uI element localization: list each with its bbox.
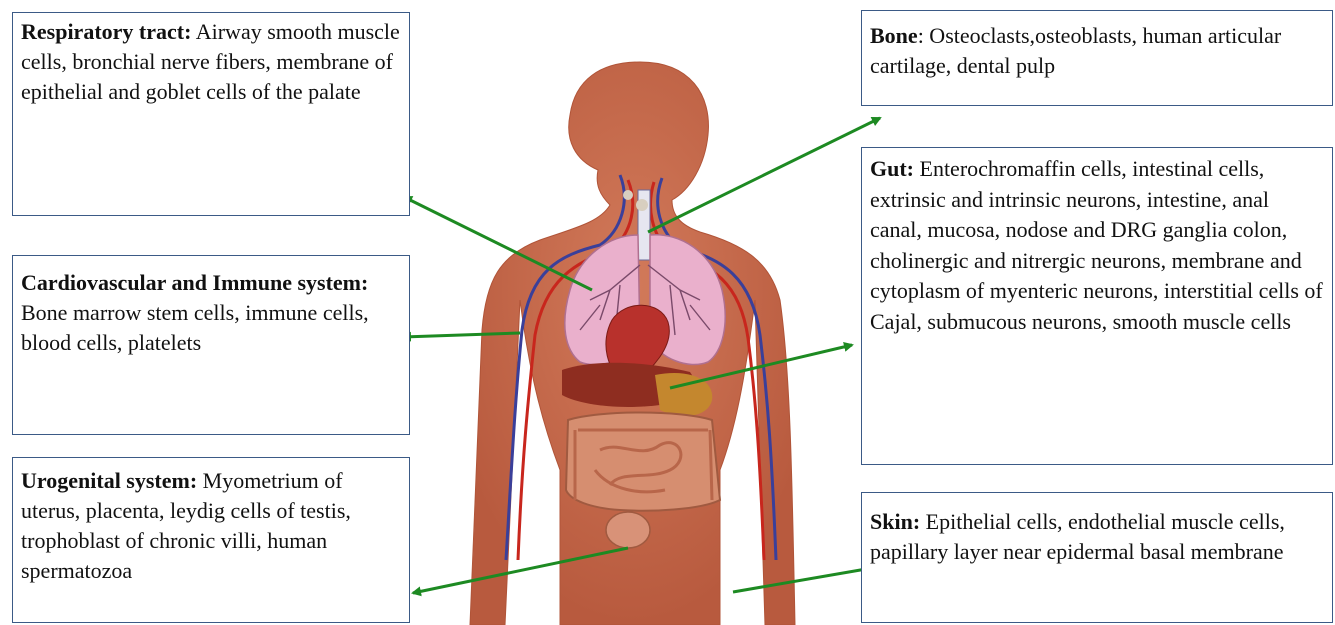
respiratory-box: Respiratory tract: Airway smooth muscle … bbox=[12, 12, 410, 216]
arrow-skin bbox=[733, 568, 872, 592]
cardio-title: Cardiovascular and Immune system: bbox=[21, 270, 368, 295]
respiratory-title: Respiratory tract: bbox=[21, 19, 191, 44]
bone-box: Bone: Osteoclasts,osteoblasts, human art… bbox=[861, 10, 1333, 106]
urogenital-title: Urogenital system: bbox=[21, 468, 197, 493]
cardio-text: Bone marrow stem cells, immune cells, bl… bbox=[21, 300, 369, 355]
bone-title: Bone bbox=[870, 23, 918, 48]
skin-box: Skin: Epithelial cells, endothelial musc… bbox=[861, 492, 1333, 623]
urogenital-box: Urogenital system: Myometrium of uterus,… bbox=[12, 457, 410, 623]
skin-text: Epithelial cells, endothelial muscle cel… bbox=[870, 509, 1285, 564]
skin-title: Skin: bbox=[870, 509, 920, 534]
bone-text: : Osteoclasts,osteoblasts, human articul… bbox=[870, 23, 1281, 78]
gut-box: Gut: Enterochromaffin cells, intestinal … bbox=[861, 147, 1333, 465]
cardio-box: Cardiovascular and Immune system: Bone m… bbox=[12, 255, 410, 435]
gut-text: Enterochromaffin cells, intestinal cells… bbox=[870, 156, 1323, 334]
gut-title: Gut: bbox=[870, 156, 914, 181]
